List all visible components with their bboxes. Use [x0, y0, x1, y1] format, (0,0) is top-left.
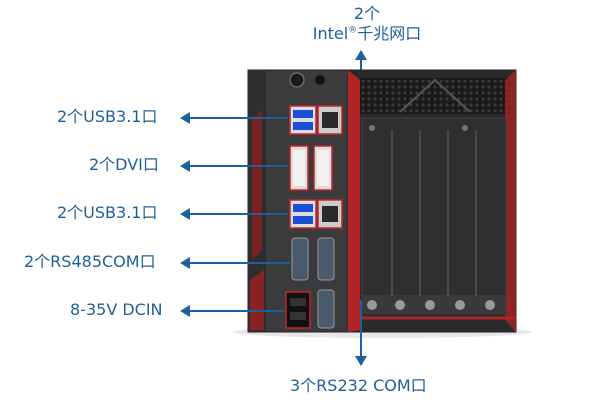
usb-bottom-label: 2个USB3.1口: [57, 203, 158, 222]
usb-top-label: 2个USB3.1口: [57, 107, 158, 126]
usb-bottom-arrow-line: [190, 213, 288, 215]
usb-top-arrow-head: [180, 112, 190, 124]
usb-bottom-arrow-head: [180, 208, 190, 220]
rs232-arrow-line: [360, 300, 362, 356]
rs232-label: 3个RS232 COM口: [290, 376, 427, 395]
intel-lan-label-line2: Intel®千兆网口: [312, 24, 422, 43]
lan-arrow-head: [355, 50, 367, 60]
dvi-arrow-line: [190, 165, 288, 167]
usb-top-arrow-line: [190, 117, 288, 119]
rs485-label: 2个RS485COM口: [24, 252, 156, 271]
rs485-arrow-head: [180, 257, 190, 269]
intel-lan-label-line1: 2个: [353, 4, 381, 23]
dvi-label: 2个DVI口: [89, 155, 159, 174]
rs232-arrow-head: [355, 356, 367, 366]
dcin-label: 8-35V DCIN: [70, 300, 163, 319]
intel-lan-label: 2个 Intel®千兆网口: [297, 4, 437, 44]
rs485-arrow-line: [190, 262, 290, 264]
dcin-arrow-line: [190, 310, 284, 312]
dcin-arrow-head: [180, 305, 190, 317]
dvi-arrow-head: [180, 160, 190, 172]
